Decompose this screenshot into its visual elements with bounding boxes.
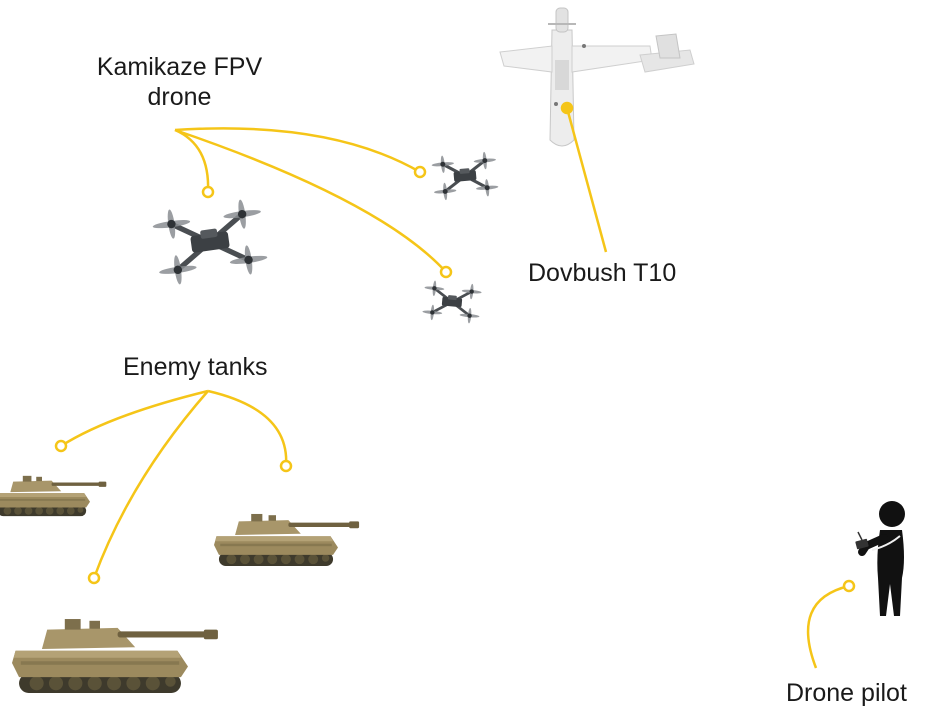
fixed-wing-drone-icon xyxy=(499,7,695,147)
label-fpv-line2: drone xyxy=(147,83,212,111)
label-drone-pilot: Drone pilot xyxy=(786,679,907,707)
callout-line-pilot xyxy=(806,584,850,669)
tank-icon xyxy=(214,513,360,567)
label-kamikaze-fpv-drone: Kamikaze FPV drone xyxy=(72,52,287,112)
drone-pilot-icon xyxy=(855,501,905,616)
callout-line-dovbush xyxy=(565,107,608,253)
callout-lines xyxy=(60,107,850,669)
callout-line-fpv-lower xyxy=(174,128,447,273)
fpv-drone-icon xyxy=(429,149,501,203)
fpv-drone-icon xyxy=(420,278,484,326)
callout-line-tank-bottom xyxy=(92,390,209,579)
label-enemy-tanks: Enemy tanks xyxy=(123,353,268,381)
callout-line-fpv-right xyxy=(174,127,421,174)
fpv-drone-icon xyxy=(151,197,270,287)
callout-line-tank-left xyxy=(60,389,209,448)
callout-markers xyxy=(54,101,856,593)
tank-icon xyxy=(12,619,218,693)
label-dovbush-t10: Dovbush T10 xyxy=(528,259,677,287)
tank-icon xyxy=(0,475,107,517)
callout-line-tank-right xyxy=(207,389,288,467)
label-fpv-line1: Kamikaze FPV xyxy=(96,53,263,81)
